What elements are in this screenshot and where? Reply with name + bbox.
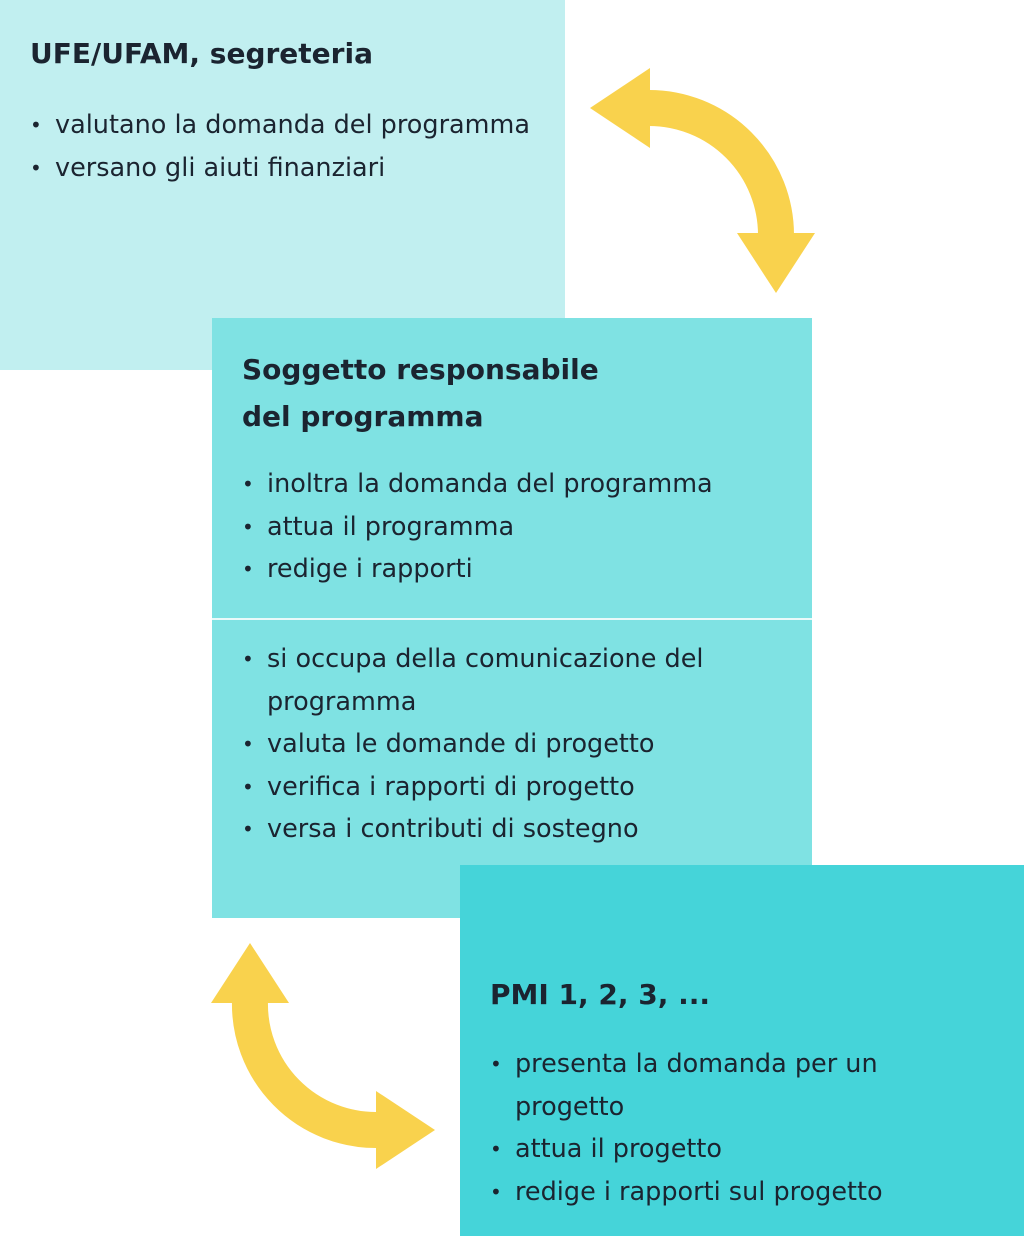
sme-list: presenta la domanda per un progetto attu… xyxy=(490,1043,1024,1213)
list-item: versano gli aiuti finanziari xyxy=(30,147,565,190)
authorities-title: UFE/UFAM, segreteria xyxy=(30,37,373,70)
program-manager-box: Soggetto responsabile del programma inol… xyxy=(212,318,812,918)
list-item: redige i rapporti xyxy=(242,548,812,591)
list-item: attua il programma xyxy=(242,506,812,549)
program-manager-list-top: inoltra la domanda del programma attua i… xyxy=(242,463,812,591)
list-item: si occupa della comunicazione del progra… xyxy=(242,638,812,723)
sme-title: PMI 1, 2, 3, ... xyxy=(490,978,711,1011)
authorities-box: UFE/UFAM, segreteria valutano la domanda… xyxy=(0,0,565,370)
list-item: attua il progetto xyxy=(490,1128,1024,1171)
double-arrow-bottom-icon xyxy=(211,943,435,1169)
list-item: valutano la domanda del programma xyxy=(30,104,565,147)
list-item: inoltra la domanda del programma xyxy=(242,463,812,506)
program-manager-title: Soggetto responsabile del programma xyxy=(242,353,599,433)
list-item: valuta le domande di progetto xyxy=(242,723,812,766)
list-item: presenta la domanda per un progetto xyxy=(490,1043,1024,1128)
program-manager-list-bottom: si occupa della comunicazione del progra… xyxy=(242,638,812,851)
sme-box: PMI 1, 2, 3, ... presenta la domanda per… xyxy=(460,865,1024,1236)
divider xyxy=(212,618,812,620)
authorities-list: valutano la domanda del programma versan… xyxy=(30,104,565,189)
list-item: verifica i rapporti di progetto xyxy=(242,766,812,809)
list-item: versa i contributi di sostegno xyxy=(242,808,812,851)
double-arrow-top-icon xyxy=(590,68,815,293)
list-item: redige i rapporti sul progetto xyxy=(490,1171,1024,1214)
